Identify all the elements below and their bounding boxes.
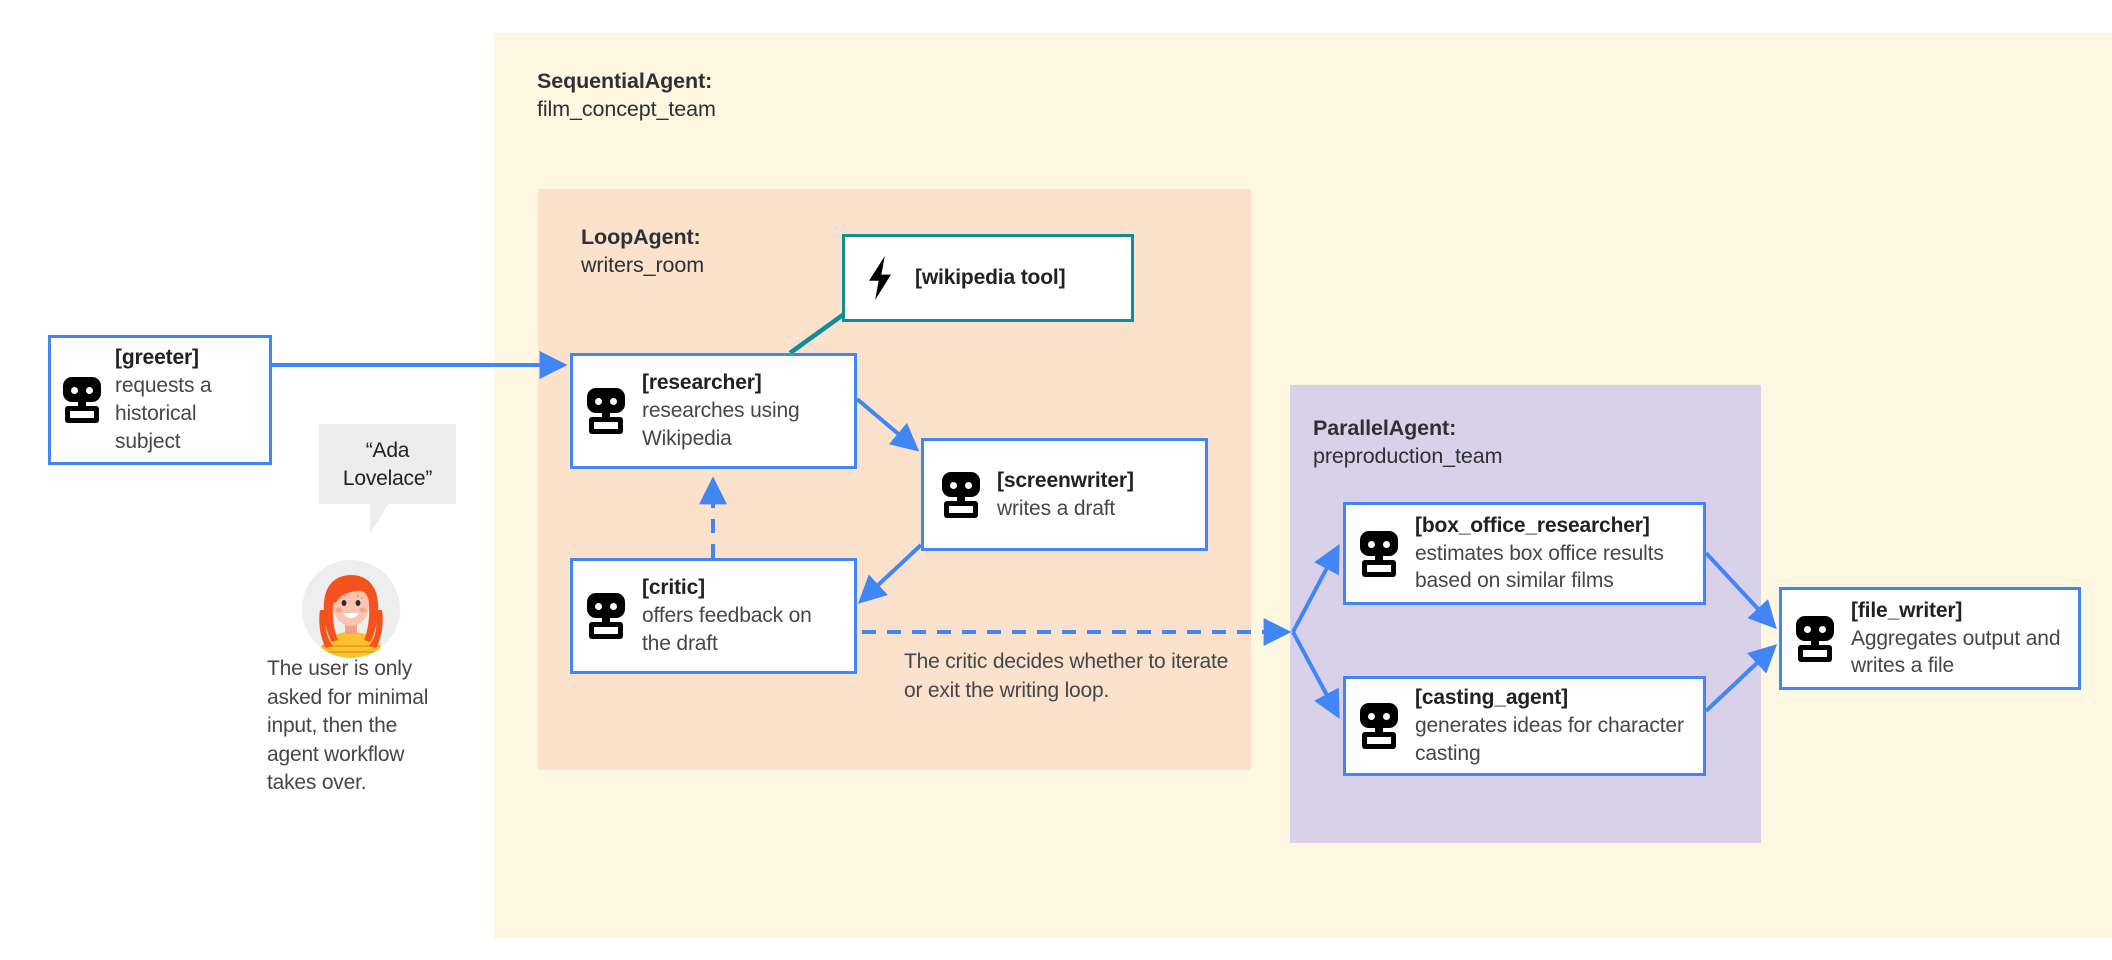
node-researcher[interactable]: [researcher] researches using Wikipedia [570,353,857,469]
node-wikipedia-tool-name: [wikipedia tool] [915,266,1066,290]
robot-icon [1360,703,1398,749]
node-file-writer-name: [file_writer] [1851,598,1963,622]
speech-bubble: “Ada Lovelace” [319,424,456,534]
robot-icon [1796,615,1834,662]
loop-agent-name: writers_room [581,252,705,277]
robot-icon [1360,530,1398,577]
node-casting-agent[interactable]: [casting_agent] generates ideas for char… [1343,676,1706,776]
node-box-office-researcher-name: [box_office_researcher] [1415,513,1650,537]
node-wikipedia-tool[interactable]: [wikipedia tool] [842,234,1134,322]
speech-bubble-text: “Ada Lovelace” [342,439,433,490]
sequential-agent-name: film_concept_team [537,96,716,121]
parallel-agent-type: ParallelAgent: [1313,416,1457,440]
robot-icon [942,471,980,518]
node-casting-agent-desc: generates ideas for character casting [1415,714,1684,765]
node-casting-agent-name: [casting_agent] [1415,686,1568,710]
node-file-writer[interactable]: [file_writer] Aggregates output and writ… [1779,587,2081,690]
node-screenwriter-name: [screenwriter] [997,468,1134,492]
sequential-agent-title: SequentialAgent: film_concept_team [537,68,716,124]
node-critic-desc: offers feedback on the draft [642,604,812,655]
loop-agent-type: LoopAgent: [581,225,701,249]
robot-icon [587,388,625,434]
node-file-writer-desc: Aggregates output and writes a file [1851,626,2061,678]
robot-icon [587,593,625,639]
node-greeter-name: [greeter] [115,346,199,370]
node-critic-name: [critic] [642,576,705,600]
node-researcher-name: [researcher] [642,371,762,395]
avatar-illustration [319,575,383,658]
node-researcher-desc: researches using Wikipedia [642,399,800,450]
node-screenwriter-desc: writes a draft [997,496,1116,520]
user-caption: The user is only asked for minimal input… [267,657,429,795]
node-box-office-researcher-desc: estimates box office results based on si… [1415,541,1664,593]
lightning-bolt-icon [863,256,897,300]
parallel-agent-name: preproduction_team [1313,443,1503,468]
node-greeter[interactable]: [greeter] requests a historical subject [48,335,272,465]
parallel-agent-title: ParallelAgent: preproduction_team [1313,415,1503,471]
speech-bubble-tail [370,504,406,534]
sequential-agent-type: SequentialAgent: [537,69,713,93]
node-box-office-researcher[interactable]: [box_office_researcher] estimates box of… [1343,502,1706,605]
loop-agent-title: LoopAgent: writers_room [581,224,704,280]
robot-icon [63,377,101,423]
avatar [302,560,400,658]
node-critic[interactable]: [critic] offers feedback on the draft [570,558,857,674]
node-greeter-desc: requests a historical subject [115,374,212,453]
node-screenwriter[interactable]: [screenwriter] writes a draft [921,438,1208,551]
loop-decision-note: The critic decides whether to iterate or… [904,650,1229,702]
avatar-disc [302,560,400,658]
